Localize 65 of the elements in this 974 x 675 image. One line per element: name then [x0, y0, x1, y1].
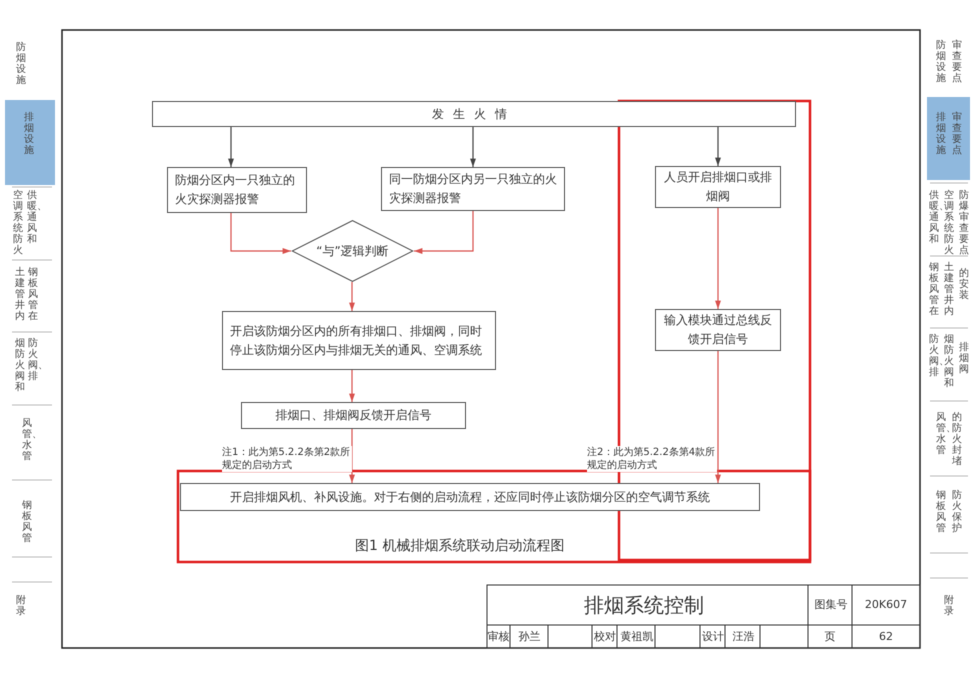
sidebar-tab-text: 审查要点 [952, 40, 962, 84]
process-box [222, 311, 496, 370]
title-block-text: 审核 [487, 630, 510, 644]
sidebar-tab-text: 烟防火阀和 [944, 334, 954, 389]
arrow [414, 211, 474, 254]
figure-caption: 图1 机械排烟系统联动启动流程图 [355, 537, 564, 555]
node-text: 开启该防烟分区内的所有排烟口、排烟阀，同时停止该防烟分区内与排烟无关的通风、空调系统 [230, 322, 483, 358]
arrow [715, 351, 721, 483]
arrow [470, 127, 476, 167]
decision-diamond [291, 220, 414, 282]
sidebar-tab-text: 排烟阀 [959, 342, 969, 375]
node-text: 人员开启排烟口或排烟阀 [663, 169, 773, 205]
node-text: 排烟口、排烟阀反馈开启信号 [276, 407, 432, 424]
process-box [152, 101, 796, 127]
sidebar-tab-text: 防火保护 [952, 490, 962, 534]
sidebar-tab-text: 附录 [16, 595, 26, 617]
sidebar-tab-text: 钢板风管 [22, 500, 32, 544]
title-block-text: 设计 [702, 630, 724, 644]
sidebar-tab-text: 的防火封堵 [952, 412, 962, 467]
arrow [715, 208, 721, 309]
title-block-text: 汪浩 [732, 630, 756, 644]
sidebar-tab-text: 空调系统防火 [13, 190, 23, 256]
title-block-text: 20K607 [864, 598, 908, 612]
sidebar-tab-text: 的安装 [959, 268, 969, 301]
arrow [715, 127, 721, 166]
drawing-title: 排烟系统控制 [584, 592, 704, 619]
node-text: “与”逻辑判断 [316, 242, 389, 260]
title-block-text: 黄祖凯 [620, 630, 654, 644]
arrow [230, 213, 291, 254]
sidebar-tab-text: 空调系统防火 [944, 190, 954, 256]
arrow [349, 370, 355, 402]
process-box [241, 402, 466, 429]
title-block-text: 图集号 [814, 598, 848, 612]
title-block-text: 孙兰 [518, 630, 542, 644]
arrow [349, 429, 355, 483]
sidebar-tab-text: 钢板风管 [936, 490, 946, 534]
node-text: 输入模块通过总线反馈开启信号 [663, 312, 773, 348]
sidebar-tab-text: 烟防火阀和 [15, 338, 25, 393]
title-block-text: 校对 [594, 630, 616, 644]
sidebar-tab-text: 防爆审查要点 [959, 190, 969, 256]
arrow [228, 127, 234, 167]
arrow [349, 282, 355, 311]
sidebar-tab-text: 钢板风管在 [28, 267, 38, 322]
node-text: 开启排烟风机、补风设施。对于右侧的启动流程，还应同时停止该防烟分区的空气调节系统 [230, 488, 710, 506]
sidebar-tab-text: 钢板风管在 [929, 262, 939, 317]
sidebar-tab-text: 防烟设施 [936, 40, 946, 84]
sidebar-tab-text: 防烟设施 [16, 42, 26, 86]
process-box [167, 167, 307, 213]
sidebar-tab-text: 土建管井内 [15, 267, 25, 322]
process-box [655, 309, 781, 351]
note-text: 注1：此为第5.2.2条第2款所规定的启动方式 [222, 446, 352, 472]
sidebar-tab-text: 土建管井内 [944, 262, 954, 317]
title-block-text: 62 [878, 630, 894, 644]
node-text: 发生火情 [432, 106, 516, 123]
sidebar-tab-text: 排烟设施 [936, 112, 946, 156]
node-text: 防烟分区内一只独立的火灾探测器报警 [175, 172, 296, 208]
process-box [655, 166, 781, 208]
sidebar-tab-text: 审查要点 [952, 112, 962, 156]
sidebar-tab-text: 排烟设施 [24, 112, 34, 156]
process-box [180, 483, 760, 511]
node-text: 同一防烟分区内另一只独立的火灾探测器报警 [389, 171, 557, 207]
title-block-text: 页 [824, 630, 836, 644]
process-box [381, 167, 565, 211]
note-text: 注2：此为第5.2.2条第4款所规定的启动方式 [587, 446, 717, 472]
sidebar-tab-text: 附录 [944, 595, 954, 617]
